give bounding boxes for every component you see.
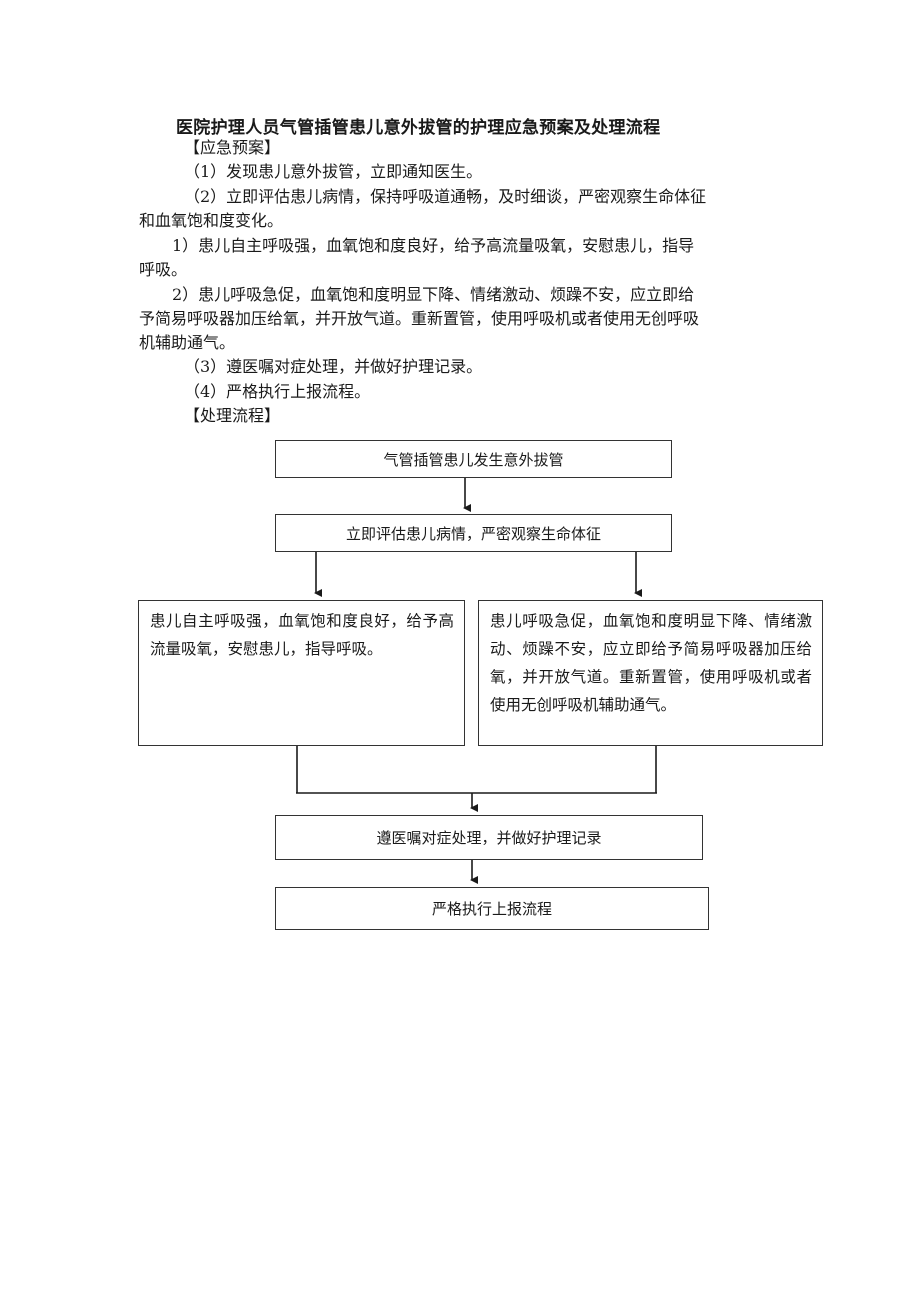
flow-branch-strong-breathing: 患儿自主呼吸强，血氧饱和度良好，给予高流量吸氧，安慰患儿，指导呼吸。: [138, 600, 465, 746]
plan-substep-2: 2）患儿呼吸急促，血氧饱和度明显下降、情绪激动、烦躁不安，应立即给: [172, 285, 695, 304]
section-heading-emergency-plan: 【应急预案】: [184, 138, 281, 157]
section-heading-process: 【处理流程】: [184, 406, 281, 425]
plan-substep-2-cont2: 机辅助通气。: [139, 333, 236, 352]
flow-step-symptomatic-treatment: 遵医嘱对症处理，并做好护理记录: [275, 815, 703, 860]
plan-step-2: （2）立即评估患儿病情，保持呼吸道通畅，及时细谈，严密观察生命体征: [184, 187, 707, 206]
flow-step-report-process: 严格执行上报流程: [275, 887, 709, 930]
plan-step-2-cont: 和血氧饱和度变化。: [139, 211, 284, 230]
plan-step-4: （4）严格执行上报流程。: [184, 382, 371, 401]
flow-step-assess-condition: 立即评估患儿病情，严密观察生命体征: [275, 514, 672, 552]
plan-step-3: （3）遵医嘱对症处理，并做好护理记录。: [184, 357, 483, 376]
flow-step-accidental-extubation: 气管插管患儿发生意外拔管: [275, 440, 672, 478]
plan-substep-1-cont: 呼吸。: [139, 260, 188, 279]
plan-substep-2-cont1: 予简易呼吸器加压给氧，并开放气道。重新置管，使用呼吸机或者使用无创呼吸: [139, 309, 700, 328]
plan-step-1: （1）发现患儿意外拔管，立即通知医生。: [184, 162, 483, 181]
plan-substep-1: 1）患儿自主呼吸强，血氧饱和度良好，给予高流量吸氧，安慰患儿，指导: [172, 236, 695, 255]
page-title: 医院护理人员气管插管患儿意外拔管的护理应急预案及处理流程: [176, 118, 661, 138]
flow-branch-rapid-breathing: 患儿呼吸急促，血氧饱和度明显下降、情绪激动、烦躁不安，应立即给予简易呼吸器加压给…: [478, 600, 823, 746]
